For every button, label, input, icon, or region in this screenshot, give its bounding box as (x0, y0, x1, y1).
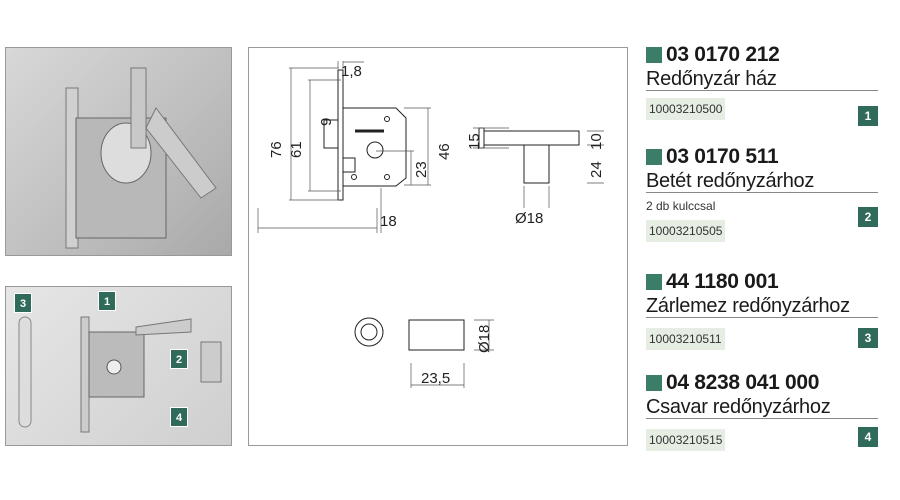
product-subtitle: 2 db kulccsal (646, 199, 716, 213)
parts-image (18, 316, 222, 433)
product-code: 10003210515 (646, 429, 726, 451)
dim-18: 18 (380, 213, 397, 230)
product-name: Redőnyzár ház (646, 67, 878, 91)
lock-image (65, 67, 217, 249)
dim-9: 9 (318, 118, 335, 126)
photo-label-4: 4 (170, 407, 188, 427)
item-badge: 1 (858, 106, 878, 126)
dim-1-8: 1,8 (341, 63, 362, 80)
product-entry: 03 0170 511 Betét redőnyzárhoz 2 db kulc… (646, 145, 878, 242)
item-badge: 4 (858, 427, 878, 447)
lock-body-drawing (257, 61, 604, 388)
photo-label-3: 3 (14, 293, 32, 313)
product-entry: 44 1180 001 Zárlemez redőnyzárhoz 100032… (646, 270, 878, 350)
dim-diameter-18-b: Ø18 (476, 325, 493, 353)
product-code: 10003210505 (646, 220, 726, 242)
product-number: 03 0170 212 (666, 43, 780, 66)
dim-23-5: 23,5 (421, 370, 450, 387)
product-number: 04 8238 041 000 (666, 371, 820, 394)
product-code: 10003210511 (646, 328, 725, 350)
dim-10: 10 (588, 133, 605, 150)
bullet-square-icon (646, 149, 662, 165)
product-number: 44 1180 001 (666, 270, 779, 293)
bullet-square-icon (646, 47, 662, 63)
parts-photo: 3 1 2 4 (5, 286, 232, 446)
product-number: 03 0170 511 (666, 145, 779, 168)
bullet-square-icon (646, 375, 662, 391)
lock-photo (5, 47, 232, 256)
dim-61: 61 (288, 141, 305, 158)
product-entry: 04 8238 041 000 Csavar redőnyzárhoz 1000… (646, 371, 878, 451)
item-badge: 2 (858, 207, 878, 227)
dim-23: 23 (413, 161, 430, 178)
dim-diameter-18: Ø18 (515, 210, 543, 227)
product-code: 10003210500 (646, 98, 726, 120)
technical-drawing: 1,8 76 61 9 46 23 18 15 10 24 Ø18 23,5 Ø… (248, 47, 628, 446)
dim-15: 15 (466, 133, 483, 150)
product-name: Zárlemez redőnyzárhoz (646, 294, 878, 318)
photo-label-1: 1 (98, 291, 116, 311)
bullet-square-icon (646, 274, 662, 290)
item-badge: 3 (858, 328, 878, 348)
product-entry: 03 0170 212 Redőnyzár ház 10003210500 1 (646, 43, 878, 126)
dim-46: 46 (436, 143, 453, 160)
product-name: Csavar redőnyzárhoz (646, 395, 878, 419)
product-name: Betét redőnyzárhoz (646, 169, 878, 193)
photo-label-2: 2 (170, 349, 188, 369)
dim-76: 76 (268, 141, 285, 158)
dim-24: 24 (588, 161, 605, 178)
